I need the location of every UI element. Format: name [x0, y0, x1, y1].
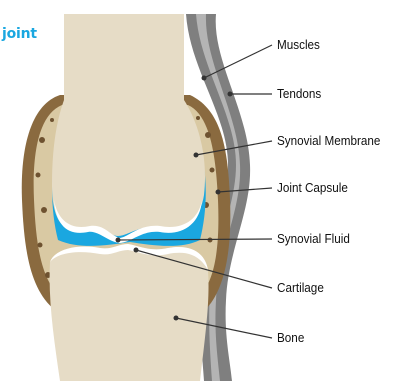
- label-joint-capsule: Joint Capsule: [277, 180, 348, 195]
- diagram-title: joint: [2, 26, 37, 42]
- synovial-fluid-leader-dot: [116, 238, 121, 243]
- tendons-leader-dot: [228, 92, 233, 97]
- muscles-leader-dot: [202, 76, 207, 81]
- label-synovial-fluid: Synovial Fluid: [277, 231, 350, 246]
- lower-bone: [50, 244, 209, 381]
- label-bone: Bone: [277, 330, 304, 345]
- bone-leader-dot: [174, 316, 179, 321]
- label-synovial-membrane: Synovial Membrane: [277, 133, 380, 148]
- label-tendons: Tendons: [277, 86, 321, 101]
- upper-bone: [52, 14, 205, 236]
- joint-capsule-leader-dot: [216, 190, 221, 195]
- label-cartilage: Cartilage: [277, 280, 324, 295]
- synovial-membrane-leader-dot: [194, 153, 199, 158]
- label-muscles: Muscles: [277, 37, 320, 52]
- cartilage-leader-dot: [134, 248, 139, 253]
